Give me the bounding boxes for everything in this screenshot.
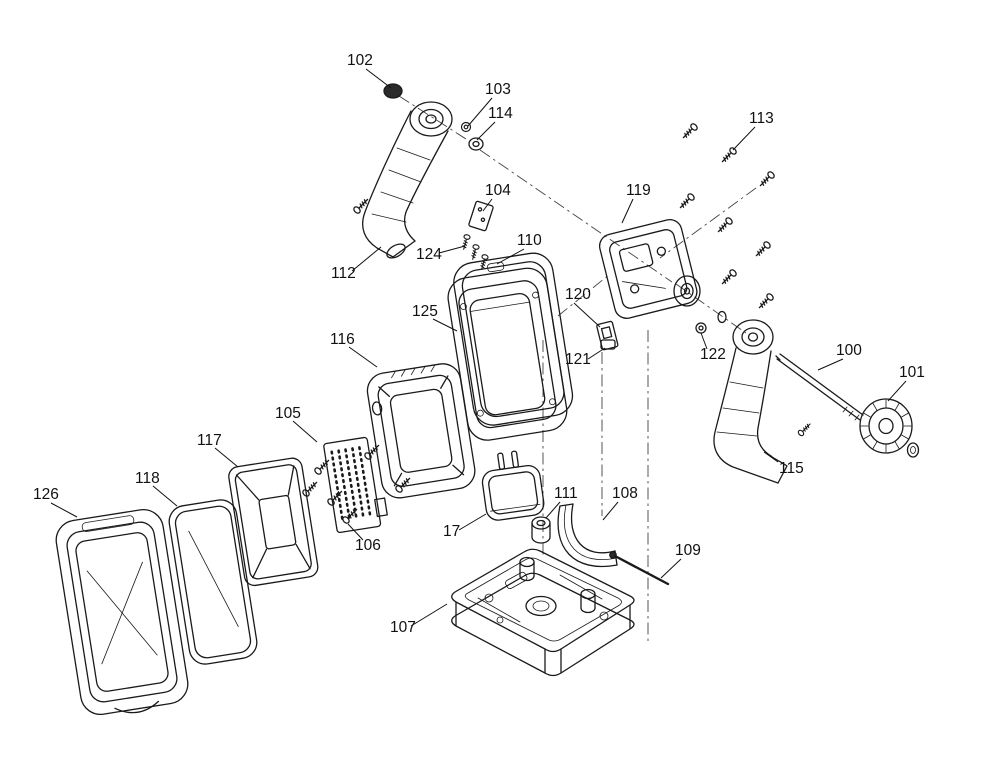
part-label-124: 124 bbox=[416, 246, 442, 263]
part-label-100: 100 bbox=[836, 342, 862, 359]
part-104-pcb bbox=[468, 200, 494, 232]
assembly-center-lines bbox=[398, 95, 757, 642]
part-label-112: 112 bbox=[331, 265, 356, 282]
leader-line-104 bbox=[482, 198, 493, 212]
leader-line-108 bbox=[602, 501, 619, 521]
leader-line-111 bbox=[545, 501, 561, 519]
part-116-front-bezel bbox=[366, 363, 476, 499]
leader-line-100 bbox=[817, 358, 844, 371]
part-113-screws bbox=[677, 121, 777, 311]
leader-line-120 bbox=[573, 302, 601, 328]
part-label-114: 114 bbox=[488, 105, 513, 122]
part-112-left-arm bbox=[351, 101, 453, 259]
callouts-layer: 17 100 101 102 103 104 105 106 107 108 109 110 111 11… bbox=[33, 52, 925, 636]
part-label-103: 103 bbox=[485, 81, 511, 98]
part-101-knob bbox=[859, 398, 920, 458]
leader-line-112 bbox=[351, 246, 382, 272]
part-label-118: 118 bbox=[135, 470, 160, 487]
part-label-109: 109 bbox=[675, 542, 701, 559]
part-label-113: 113 bbox=[749, 110, 774, 127]
part-115-right-arm bbox=[713, 319, 813, 484]
part-119-bracket bbox=[598, 218, 698, 319]
part-103-washer bbox=[460, 121, 472, 133]
leader-line-114 bbox=[476, 121, 496, 141]
leader-line-113 bbox=[732, 126, 756, 151]
leader-line-101 bbox=[887, 380, 907, 402]
part-109-pin bbox=[609, 551, 670, 586]
leader-line-103 bbox=[467, 97, 493, 127]
part-111-bushing bbox=[531, 516, 551, 544]
part-label-102: 102 bbox=[347, 52, 373, 69]
part-125-110-housing-frames bbox=[447, 252, 574, 441]
part-label-117: 117 bbox=[197, 432, 222, 449]
part-122-washers bbox=[695, 310, 727, 334]
part-label-104: 104 bbox=[485, 182, 511, 199]
leader-line-122 bbox=[700, 332, 708, 350]
leader-line-115 bbox=[763, 451, 779, 463]
leader-line-124 bbox=[438, 245, 466, 254]
part-100-axle-rod bbox=[775, 353, 864, 421]
part-label-101: 101 bbox=[899, 364, 925, 381]
part-label-126: 126 bbox=[33, 486, 59, 503]
leader-line-125 bbox=[432, 318, 458, 332]
part-label-105: 105 bbox=[275, 405, 301, 422]
part-label-119: 119 bbox=[626, 182, 651, 199]
leader-line-106 bbox=[347, 523, 364, 541]
leader-line-102 bbox=[365, 68, 392, 89]
part-108-saddle-clamp bbox=[557, 503, 618, 568]
leader-line-117 bbox=[214, 447, 239, 468]
leader-line-110 bbox=[496, 248, 525, 265]
part-107-base-tray bbox=[451, 548, 635, 677]
leader-line-105 bbox=[292, 420, 318, 443]
part-label-110: 110 bbox=[517, 232, 542, 249]
part-102-knob-cap bbox=[383, 83, 403, 99]
leader-line-121 bbox=[587, 347, 606, 360]
leader-line-119 bbox=[621, 198, 634, 224]
part-label-107: 107 bbox=[390, 619, 416, 636]
part-label-121: 121 bbox=[565, 351, 591, 368]
part-117-reflector bbox=[228, 457, 319, 587]
part-label-17: 17 bbox=[443, 523, 460, 540]
leader-line-109 bbox=[660, 558, 682, 579]
leader-line-107 bbox=[410, 603, 448, 627]
part-114-washer bbox=[468, 137, 484, 151]
leader-line-116 bbox=[348, 346, 378, 368]
leader-line-126 bbox=[50, 502, 78, 518]
part-label-108: 108 bbox=[612, 485, 638, 502]
part-118-lens bbox=[168, 499, 258, 665]
part-126-rear-frame bbox=[55, 508, 189, 716]
part-label-106: 106 bbox=[355, 537, 381, 554]
part-121-latch-plate bbox=[600, 339, 616, 350]
part-105-led-board bbox=[323, 436, 388, 534]
part-label-111: 111 bbox=[554, 485, 578, 502]
part-17-ac-adapter bbox=[481, 450, 545, 521]
leader-line-17 bbox=[458, 513, 487, 531]
leader-line-118 bbox=[152, 485, 178, 507]
part-label-115: 115 bbox=[779, 460, 804, 477]
part-label-125: 125 bbox=[412, 303, 438, 320]
part-120-latch bbox=[596, 320, 619, 351]
part-label-120: 120 bbox=[565, 286, 591, 303]
part-label-116: 116 bbox=[330, 331, 355, 348]
part-119-pivot-boss bbox=[673, 275, 701, 307]
part-label-122: 122 bbox=[700, 346, 726, 363]
